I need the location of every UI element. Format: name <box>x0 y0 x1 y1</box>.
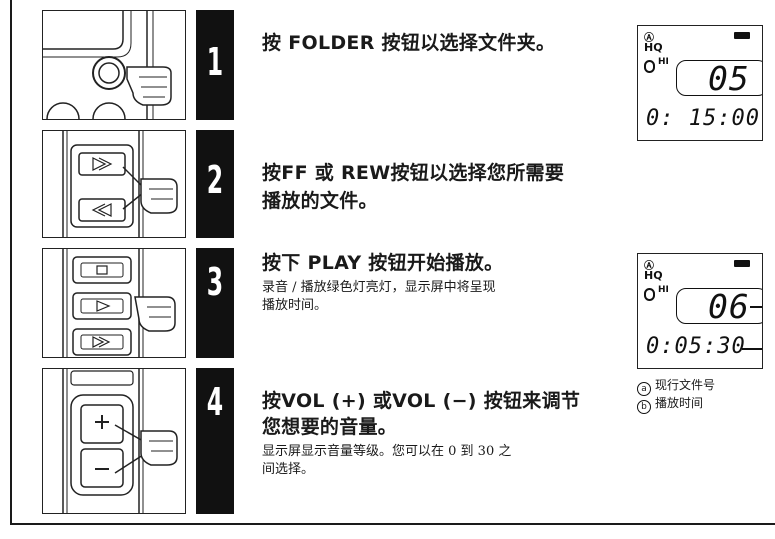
photo-ff-rew-buttons <box>42 130 186 238</box>
mic-sensitivity: HI <box>658 57 669 67</box>
legend-text: 现行文件号 <box>655 378 716 392</box>
step-number: 1 <box>206 40 224 84</box>
step-4-desc: 显示屏显示音量等级。您可以在 0 到 30 之 <box>262 444 512 459</box>
step-2-title: 按FF 或 REW按钮以选择您所需要 <box>262 162 565 184</box>
hq-indicator: HQ <box>644 41 663 54</box>
lcd-display-folder: Ⓐ HQ HI 05 0: 15:00 <box>637 25 763 141</box>
file-number: 06 <box>708 287 750 326</box>
step-1-title: 按 FOLDER 按钮以选择文件夹。 <box>262 32 556 54</box>
step-3-title: 按下 PLAY 按钮开始播放。 <box>262 252 504 274</box>
mic-icon <box>644 288 655 301</box>
step-4-title: 按VOL (+) 或VOL (−) 按钮来调节 <box>262 390 581 412</box>
legend-item-playback-time: b 播放时间 <box>637 395 703 414</box>
photo-volume-buttons <box>42 368 186 514</box>
file-number-frame <box>676 60 762 96</box>
legend-text: 播放时间 <box>655 396 704 410</box>
step-4-desc-line2: 间选择。 <box>262 462 315 477</box>
mic-icon <box>644 60 655 73</box>
lcd-display-playback: Ⓐ HQ HI 06 0:05:30 <box>637 253 763 369</box>
mode-a-indicator: Ⓐ <box>644 261 654 272</box>
page-frame <box>10 0 775 525</box>
step-number-bar: 4 <box>196 368 234 514</box>
step-number-bar: 2 <box>196 130 234 238</box>
battery-icon <box>734 260 750 267</box>
step-2-title-line2: 播放的文件。 <box>262 190 378 212</box>
step-number: 2 <box>206 158 224 202</box>
step-3-desc: 录音 / 播放绿色灯亮灯，显示屏中将呈现 <box>262 280 496 295</box>
step-number-bar: 1 <box>196 10 234 120</box>
playback-time: 0:05:30 <box>646 334 746 359</box>
photo-play-button <box>42 248 186 358</box>
legend-mark: a <box>637 382 651 396</box>
battery-icon <box>734 32 750 39</box>
step-number: 3 <box>206 260 224 304</box>
mic-sensitivity: HI <box>658 285 669 295</box>
mode-a-indicator: Ⓐ <box>644 33 654 44</box>
photo-folder-button <box>42 10 186 120</box>
legend-mark: b <box>637 400 651 414</box>
hq-indicator: HQ <box>644 269 663 282</box>
callout-line-a <box>750 306 762 308</box>
file-number-frame <box>676 288 762 324</box>
step-4-title-line2: 您想要的音量。 <box>262 416 398 438</box>
step-3-desc-line2: 播放时间。 <box>262 298 328 313</box>
legend-item-current-file: a 现行文件号 <box>637 377 715 396</box>
step-number: 4 <box>206 380 224 424</box>
playback-time: 0: 15:00 <box>646 106 760 131</box>
step-number-bar: 3 <box>196 248 234 358</box>
callout-line-b <box>742 348 762 350</box>
file-number: 05 <box>708 59 750 98</box>
